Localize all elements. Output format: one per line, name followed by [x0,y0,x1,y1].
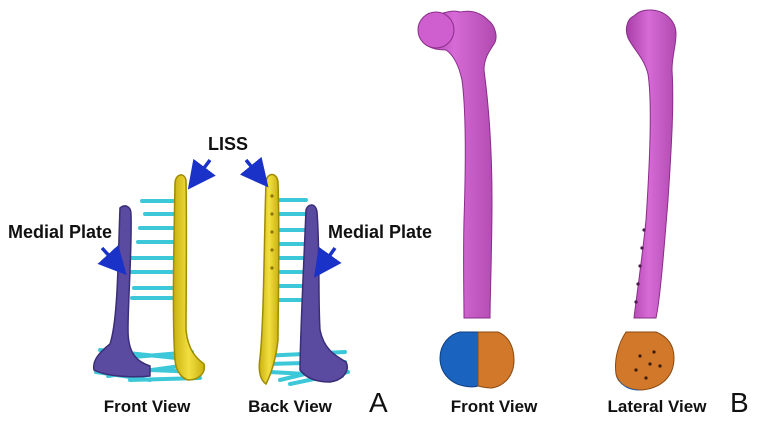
arrow-medial-front [97,245,127,276]
arrow-liss-front [187,158,216,190]
arrow-medial-back [313,246,342,278]
femoral-head-front [417,11,455,49]
label-medial-plate-left: Medial Plate [8,222,112,242]
label-liss: LISS [208,134,248,154]
liss-holes-back [270,194,274,270]
label-medial-plate-right: Medial Plate [328,222,432,242]
annotation-arrows [97,156,342,278]
femur-lateral [615,9,677,391]
liss-plate-back [258,173,280,386]
condyle-blue-front [439,331,479,388]
femur-shaft-front [419,10,497,319]
arrow-liss-back [239,156,269,188]
back-view-construct [258,173,350,386]
label-back-view: Back View [248,397,333,416]
front-view-construct [92,174,206,382]
femur-shaft-lateral [625,9,677,319]
medial-plate-back [299,204,348,383]
screw-holes-lateral [634,228,646,304]
panel-label-b: B [730,387,749,418]
label-lateral-view: Lateral View [608,397,708,416]
femur-front [417,10,515,389]
condyle-lateral [615,331,675,391]
liss-plate-front [172,174,206,381]
condyle-orange-front [477,331,515,389]
medial-plate-front [92,205,151,378]
label-front-view-a: Front View [104,397,191,416]
panel-label-a: A [369,387,388,418]
condyle-holes-lateral [634,350,662,380]
label-front-view-b: Front View [451,397,538,416]
